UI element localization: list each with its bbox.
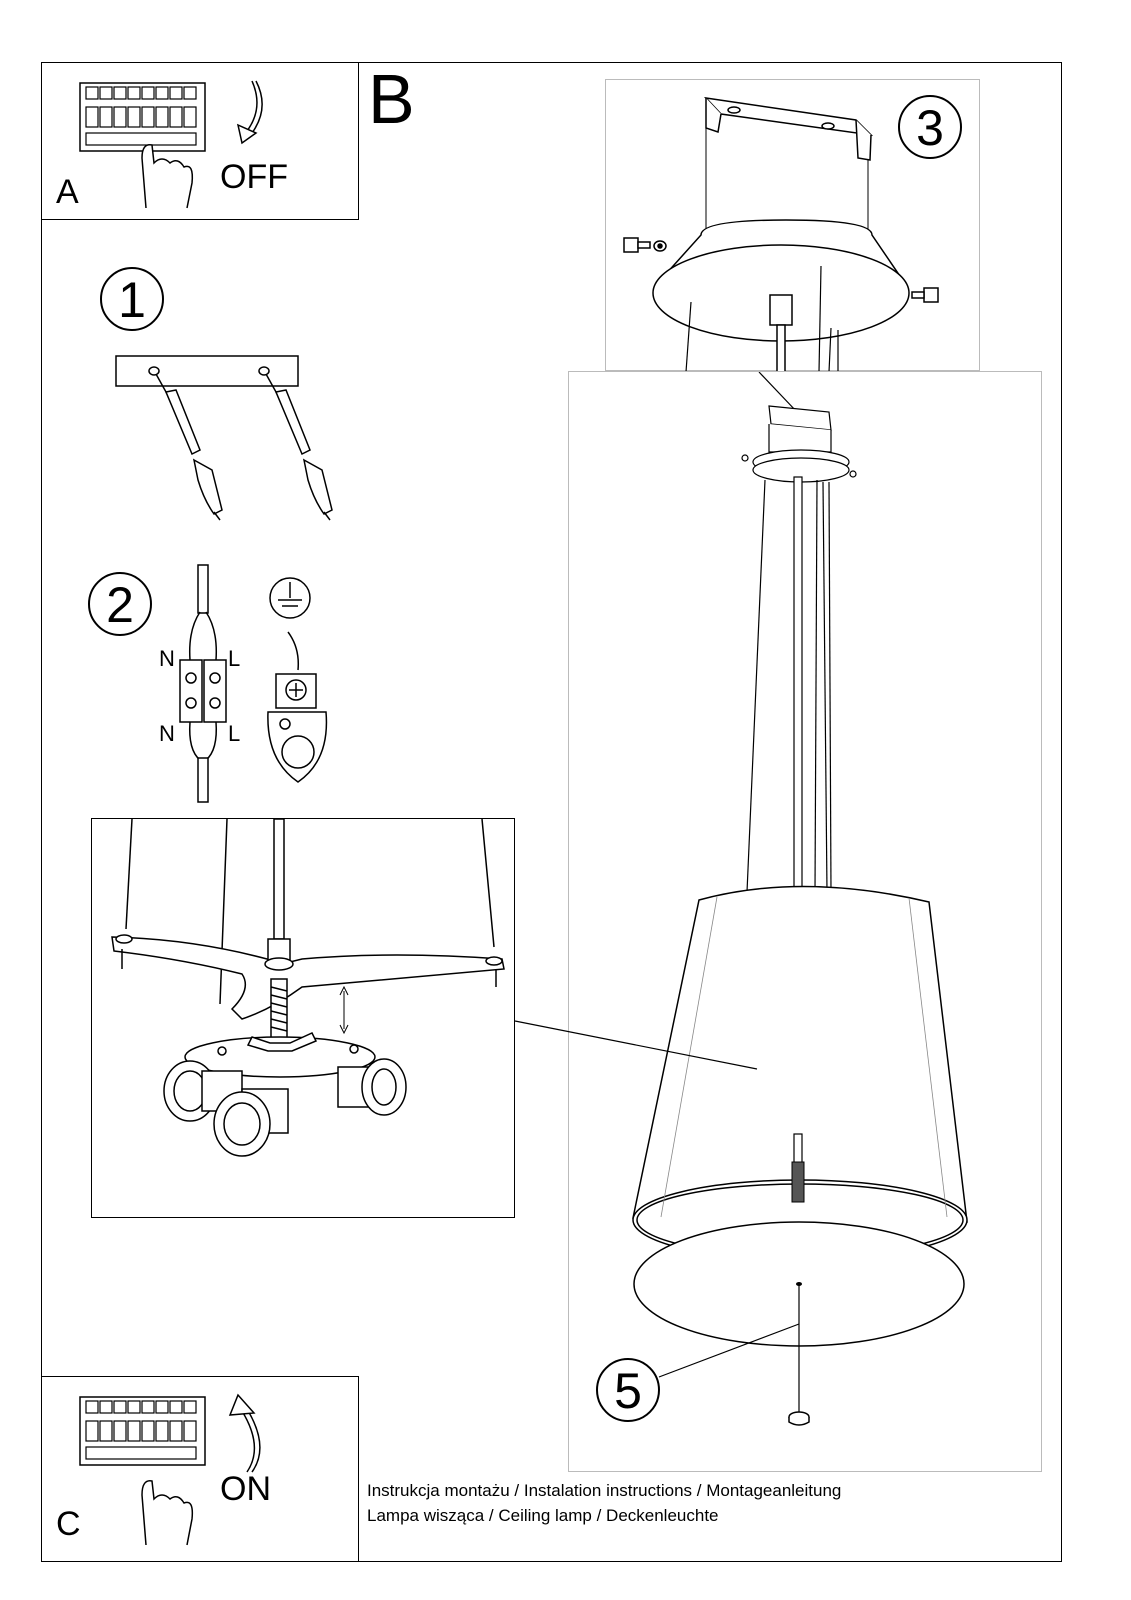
off-label: OFF [220,158,288,196]
footer-line-1: Instrukcja montażu / Instalation instruc… [367,1481,842,1500]
spider-bracket-icon [111,934,505,1020]
step-5-number: 5 [596,1358,660,1422]
canopy-icon [652,219,910,342]
breaker-off-icon [79,80,263,209]
lamp-holder-detail [91,818,515,1218]
step-3-number: 3 [898,95,962,159]
lamp-assembly-view [568,371,1042,1472]
breaker-on-icon [79,1393,261,1546]
lamp-shade-icon [632,885,968,1261]
screw-icon [623,237,667,253]
screw-icon [911,287,939,303]
wire-l-bottom: L [228,721,241,746]
panel-c-letter: C [56,1505,81,1543]
bulb-socket-icon [163,1060,243,1122]
panel-a: A OFF [41,62,359,220]
wire-l-top: L [228,646,241,671]
bulb-socket-icon [337,1058,407,1116]
page-frame [41,62,1062,1562]
wire-n-bottom: N [159,721,175,746]
ceiling-bracket-icon [703,96,874,161]
panel-c: C ON [41,1376,359,1562]
panel-a-letter: A [56,173,79,211]
wire-n-top: N [159,646,175,671]
bulb-socket-icon [213,1088,289,1157]
footer-line-2: Lampa wisząca / Ceiling lamp / Deckenleu… [367,1506,719,1525]
finial-knob-icon [788,1411,810,1426]
socket-plate-icon [184,1032,376,1078]
panel-b-letter: B [368,60,415,138]
step-2-number: 2 [88,572,152,636]
canopy-small-icon [741,405,857,483]
canopy-detail [605,79,980,372]
on-label: ON [220,1470,271,1508]
step-1-number: 1 [100,267,164,331]
threaded-rod-icon [270,978,288,1040]
